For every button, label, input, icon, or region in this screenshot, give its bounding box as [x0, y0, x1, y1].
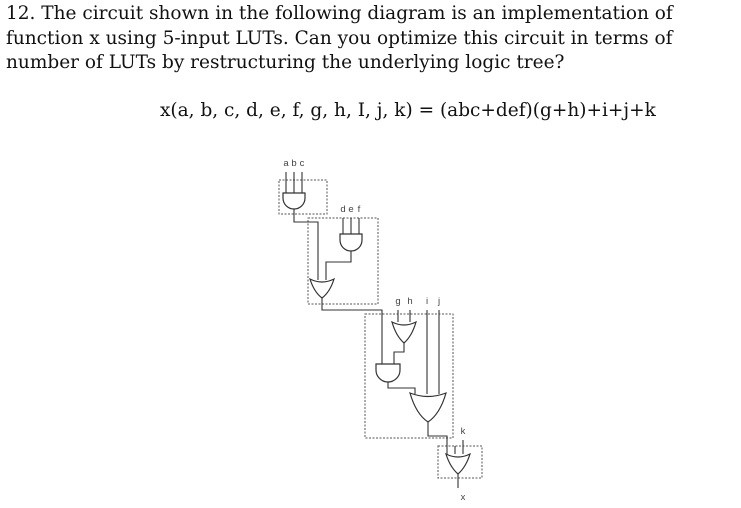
- or-gate-abc-def: [309, 277, 335, 299]
- or-gate-ij: [409, 392, 447, 423]
- input-label-e: e: [348, 204, 353, 215]
- lut-1-box: [278, 179, 328, 215]
- wire-def-to-or: [325, 251, 352, 280]
- or-gate-gh: [391, 320, 417, 344]
- input-label-k: k: [461, 426, 466, 437]
- and-gate-def: [339, 218, 363, 252]
- input-label-c: c: [300, 158, 305, 169]
- input-label-b: b: [291, 158, 296, 169]
- wire-abc-to-or: [293, 209, 319, 280]
- wire-or-to-and: [321, 298, 383, 364]
- input-label-a: a: [283, 158, 289, 169]
- lut-3-box: [364, 313, 454, 439]
- input-label-j: j: [437, 296, 440, 307]
- function-formula: x(a, b, c, d, e, f, g, h, I, j, k) = (ab…: [160, 100, 656, 121]
- input-label-i: i: [426, 296, 428, 307]
- input-label-d: d: [340, 204, 345, 215]
- and-gate-product: [375, 363, 401, 383]
- input-label-g: g: [395, 296, 400, 307]
- or-gate-k: [445, 452, 471, 475]
- and-gate-abc: [282, 172, 306, 210]
- input-label-f: f: [358, 204, 361, 215]
- output-label-x: x: [461, 492, 466, 503]
- question-text: 12. The circuit shown in the following d…: [6, 3, 673, 73]
- input-label-h: h: [407, 296, 412, 307]
- lut-4-box: [437, 445, 483, 479]
